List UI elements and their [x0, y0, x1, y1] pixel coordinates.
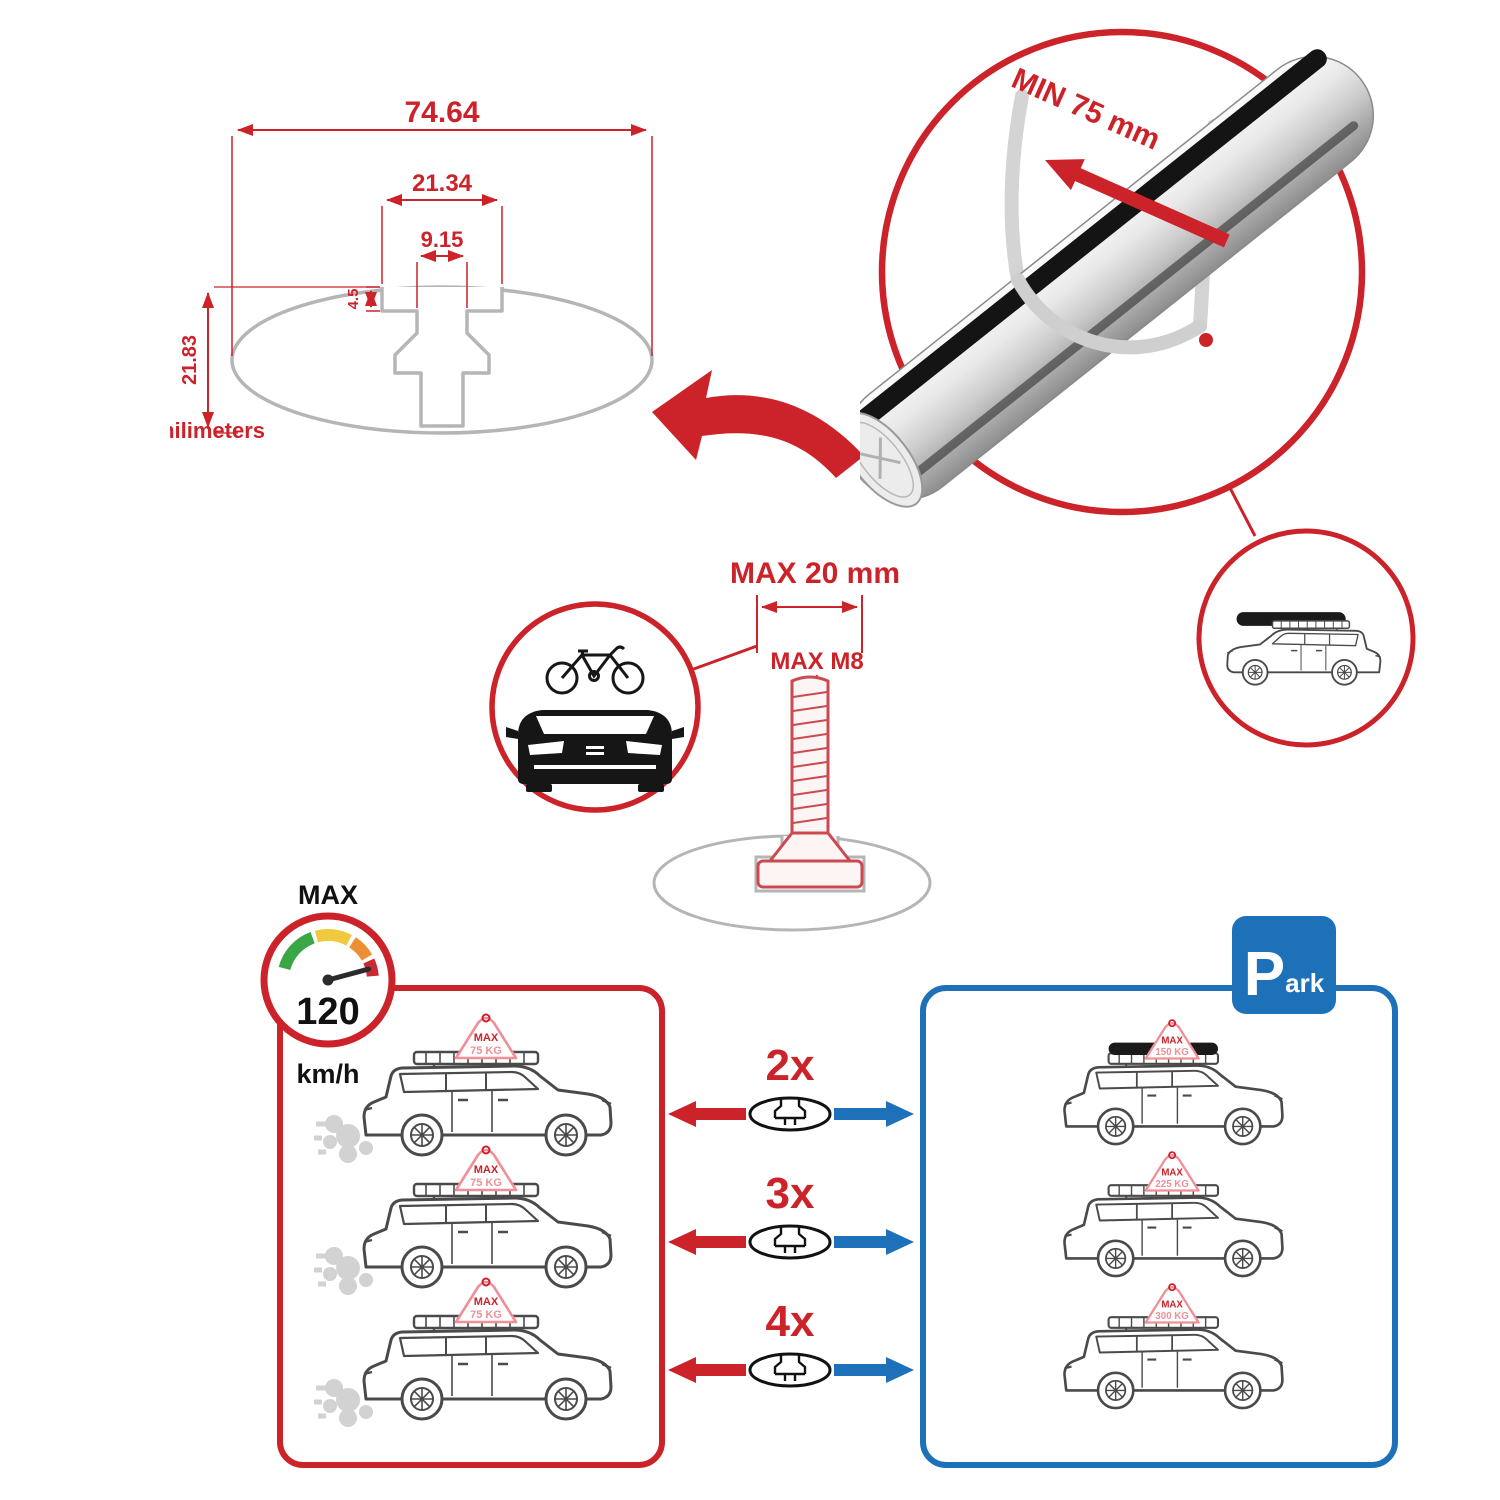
speed-limit-gauge: MAX 120 km/h — [260, 880, 396, 1089]
quantity-row-3: 4x — [668, 1297, 914, 1388]
arrow-left-icon — [668, 1357, 696, 1383]
clamp-strap-front — [1011, 273, 1207, 355]
gauge-max-label: MAX — [298, 880, 358, 910]
svg-text:MAX: MAX — [474, 1296, 499, 1308]
svg-text:75 KG: 75 KG — [470, 1177, 502, 1189]
suv-car-icon — [364, 1184, 611, 1287]
dim-total-width: 74.64 — [404, 96, 479, 129]
parked-car-3: MAX 300 KG — [1008, 1283, 1308, 1417]
quantity-row-1: 2x — [668, 1041, 914, 1132]
svg-text:75 KG: 75 KG — [470, 1309, 502, 1321]
car-front-bike-circle — [489, 601, 701, 813]
quantity-label: 4x — [766, 1297, 815, 1346]
driving-panel — [277, 985, 665, 1468]
suv-car-icon — [1064, 1317, 1282, 1408]
suv-roofbox-circle — [1196, 528, 1416, 748]
bicycle-icon — [545, 645, 645, 695]
suv-with-roofbox-icon — [1227, 612, 1380, 685]
dim-total-height: 21.83 — [179, 335, 201, 385]
svg-text:MAX: MAX — [474, 1164, 499, 1176]
roof-load-badge: MAX 75 KG — [454, 1145, 518, 1192]
svg-text:MAX: MAX — [1161, 1299, 1183, 1310]
bar-profile-icon — [748, 1096, 832, 1132]
roof-load-badge: MAX 225 KG — [1144, 1151, 1200, 1192]
svg-text:MAX: MAX — [474, 1032, 499, 1044]
arrow-right-icon — [886, 1357, 914, 1383]
suv-car-icon — [364, 1052, 611, 1155]
connector-line — [1227, 485, 1257, 537]
cross-section-dimension-diagram: 74.64 21.34 9.15 4.5 21.83 milimeters — [170, 96, 654, 443]
driving-car-1: MAX 75 KG — [300, 1013, 640, 1165]
clamp-point-dot — [1199, 333, 1213, 347]
svg-text:150 KG: 150 KG — [1155, 1047, 1188, 1058]
parking-panel — [920, 985, 1398, 1468]
arrow-left-icon — [668, 1229, 696, 1255]
driving-car-2: MAX 75 KG — [300, 1145, 640, 1297]
gauge-needle-icon — [325, 966, 372, 983]
roof-load-badge: MAX 300 KG — [1144, 1283, 1200, 1324]
svg-text:MAX: MAX — [1161, 1167, 1183, 1178]
bar-profile-icon — [748, 1352, 832, 1388]
gauge-value: 120 — [296, 991, 359, 1033]
arrow-left-icon — [668, 1101, 696, 1127]
aluminum-bar-icon — [860, 49, 1375, 508]
car-front-icon — [506, 710, 684, 792]
closeup-circle-outline — [878, 28, 1366, 516]
gauge-units: km/h — [296, 1059, 359, 1089]
parked-car-1: MAX 150 KG — [1008, 1019, 1308, 1153]
roof-load-badge: MAX 150 KG — [1144, 1019, 1200, 1060]
suv-car-icon — [1064, 1185, 1282, 1276]
quantity-row-2: 3x — [668, 1169, 914, 1260]
gauge-arcs-icon — [278, 929, 379, 977]
dim-lip-depth: 4.5 — [345, 289, 362, 310]
t-slot-profile-shape — [380, 287, 504, 428]
max-thread-label: MAX M8 — [770, 648, 863, 675]
quantity-label: 3x — [766, 1169, 815, 1218]
quantity-label: 2x — [766, 1041, 815, 1090]
dim-slot-inner-width: 9.15 — [421, 227, 464, 252]
svg-text:75 KG: 75 KG — [470, 1045, 502, 1057]
min-span-arrow-icon — [1045, 159, 1230, 248]
svg-text:300 KG: 300 KG — [1155, 1311, 1188, 1322]
parking-sign-ark: ark — [1285, 968, 1325, 998]
parking-sign-p: P — [1243, 940, 1286, 1010]
parked-car-2: MAX 225 KG — [1008, 1151, 1308, 1285]
suv-car-icon — [1064, 1053, 1282, 1144]
arrow-right-icon — [886, 1229, 914, 1255]
t-bolt-icon — [756, 675, 864, 889]
arrow-right-icon — [886, 1101, 914, 1127]
bolt-dimension-diagram: MAX 20 mm MAX M8 — [652, 557, 932, 932]
roof-load-badge: MAX 75 KG — [454, 1277, 518, 1324]
connector-line-2 — [690, 644, 758, 672]
svg-text:225 KG: 225 KG — [1155, 1179, 1188, 1190]
dim-slot-outer-width: 21.34 — [412, 170, 473, 197]
svg-text:MAX: MAX — [1161, 1035, 1183, 1046]
clamp-strap-icon — [1004, 89, 1029, 287]
roof-load-badge: MAX 75 KG — [454, 1013, 518, 1060]
driving-car-3: MAX 75 KG — [300, 1277, 640, 1429]
units-label: milimeters — [170, 418, 265, 443]
bar-closeup-circle: MIN 75 mm — [860, 28, 1375, 516]
suv-car-icon — [364, 1316, 611, 1419]
max-length-label: MAX 20 mm — [730, 557, 900, 590]
pointer-arrow-icon — [652, 370, 864, 478]
bar-profile-icon — [748, 1224, 832, 1260]
